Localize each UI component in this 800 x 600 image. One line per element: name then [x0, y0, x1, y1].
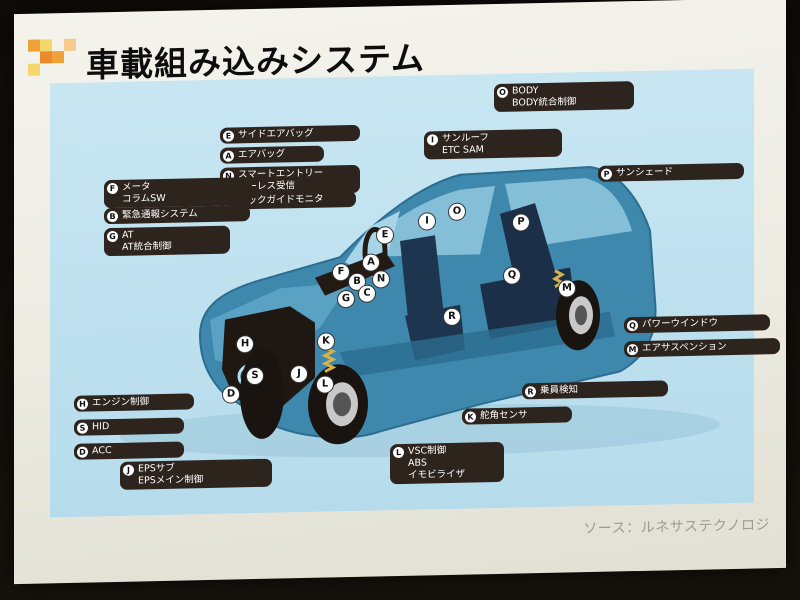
label-letter-badge: M — [627, 344, 638, 356]
label-line: エアバッグ — [238, 148, 286, 161]
label-letter-badge: R — [525, 386, 536, 398]
label-s: S HID — [74, 417, 184, 436]
label-line: HID — [92, 421, 110, 433]
label-line: イモビライザ — [408, 468, 466, 481]
label-letter-badge: F — [107, 182, 118, 195]
label-h: H エンジン制御 — [74, 393, 194, 412]
label-line: コラムSW — [122, 192, 166, 205]
source-credit: ソース：ルネサステクノロジ — [583, 517, 770, 538]
label-letter-badge: A — [223, 150, 234, 162]
label-line: サンシェード — [616, 166, 674, 179]
label-letter-badge: H — [77, 398, 88, 410]
label-e: E サイドエアバッグ — [220, 124, 360, 144]
label-r: R 乗員検知 — [522, 380, 668, 400]
label-letter-badge: I — [427, 134, 438, 146]
label-text: HID — [92, 421, 109, 433]
label-k: K 舵角センサ — [462, 406, 572, 425]
label-line: 舵角センサ — [480, 409, 528, 422]
label-letter-badge: L — [393, 446, 404, 459]
label-letter-badge: K — [465, 411, 476, 423]
label-text: エアサスペンション — [642, 341, 727, 355]
label-text: エアバッグ — [238, 148, 285, 161]
label-line: メータ — [122, 181, 151, 193]
label-line: ETC SAM — [442, 144, 484, 157]
label-text: 乗員検知 — [540, 384, 578, 397]
label-line: サンルーフ — [442, 132, 489, 145]
label-m: M エアサスペンション — [624, 338, 780, 358]
label-q: Q パワーウインドウ — [624, 314, 770, 334]
label-text: サイドエアバッグ — [238, 128, 314, 142]
label-b: B 緊急通報システム — [104, 205, 250, 225]
label-line: AT統合制御 — [122, 240, 172, 253]
label-letter-badge: S — [77, 422, 88, 434]
label-line: 乗員検知 — [540, 384, 579, 397]
label-line: 緊急通報システム — [122, 208, 198, 221]
label-f: F メータコラムSW — [104, 177, 252, 209]
label-letter-badge: O — [497, 86, 508, 98]
label-text: ACC — [92, 445, 112, 457]
label-line: EPSメイン制御 — [138, 474, 204, 487]
label-line: エアサスペンション — [642, 341, 727, 354]
label-p: P サンシェード — [598, 162, 744, 182]
label-line: エンジン制御 — [92, 396, 150, 409]
presentation-slide: 車載組み込みシステム — [14, 0, 786, 585]
label-line: ACC — [92, 445, 112, 457]
label-line: AT — [122, 229, 134, 241]
label-text: パワーウインドウ — [642, 317, 718, 331]
label-text: サンシェード — [616, 166, 673, 179]
label-a: A エアバッグ — [220, 145, 324, 164]
label-letter-badge: P — [601, 168, 612, 180]
label-line: BODY統合制御 — [512, 96, 577, 109]
label-text: エンジン制御 — [92, 396, 149, 409]
label-text: 緊急通報システム — [122, 208, 198, 222]
label-letter-badge: G — [107, 230, 118, 243]
label-letter-badge: D — [77, 446, 88, 458]
label-letter-badge: B — [107, 210, 118, 223]
label-letter-badge: J — [123, 464, 134, 476]
label-letter-badge: Q — [627, 320, 638, 332]
label-line: サイドエアバッグ — [238, 127, 314, 141]
label-d: D ACC — [74, 441, 184, 460]
label-text: メータコラムSW — [122, 181, 166, 206]
label-letter-badge: E — [223, 130, 234, 142]
label-text: 舵角センサ — [480, 409, 528, 422]
label-line: パワーウインドウ — [642, 317, 719, 330]
